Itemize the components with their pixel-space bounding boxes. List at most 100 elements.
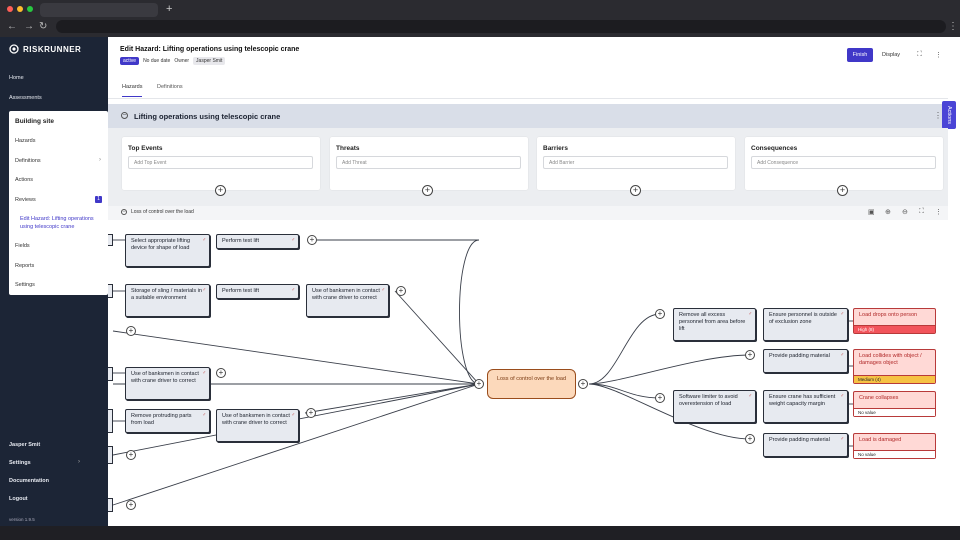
sidebar-item-home[interactable]: Home [9, 75, 24, 81]
fullscreen-icon[interactable]: ⛶ [917, 51, 922, 58]
add-consequence-button[interactable]: + [837, 185, 848, 196]
user-name[interactable]: Jasper Smit [9, 442, 41, 448]
consequence-node[interactable]: Crane collapses No value [853, 391, 936, 417]
display-button[interactable]: Display [882, 52, 901, 58]
barrier-node[interactable]: Ensure crane has sufficient weight capac… [763, 390, 848, 423]
add-node-button[interactable]: + [126, 500, 136, 510]
barrier-node[interactable]: Ensure personnel is outside of exclusion… [763, 308, 848, 341]
minimize-window-icon[interactable] [17, 6, 23, 12]
browser-chrome: + ← → ↻ ⋮ [0, 0, 960, 37]
logo[interactable]: RISKRUNNER [9, 44, 81, 54]
add-node-button[interactable]: + [745, 434, 755, 444]
add-node-button[interactable]: + [126, 450, 136, 460]
address-bar[interactable] [56, 20, 946, 33]
collapse-icon[interactable]: − [121, 209, 127, 215]
threat-node-stub[interactable] [108, 367, 113, 381]
sidebar-item-reviews[interactable]: Reviews [15, 197, 36, 203]
back-icon[interactable]: ← [7, 21, 17, 32]
sidebar-item-hazards[interactable]: Hazards [15, 138, 36, 144]
barrier-node[interactable]: Storage of sling / materials in a suitab… [125, 284, 210, 317]
add-node-button[interactable]: + [306, 408, 316, 418]
consequence-node[interactable]: Load collides with object / damages obje… [853, 349, 936, 384]
add-threat-input[interactable]: Add Threat [336, 156, 521, 169]
add-node-button[interactable]: + [307, 235, 317, 245]
tab-definitions[interactable]: Definitions [157, 84, 183, 90]
add-consequence-input[interactable]: Add Consequence [751, 156, 936, 169]
consequence-node[interactable]: Load is damaged No value [853, 433, 936, 459]
sidebar-item-assessments[interactable]: Assessments [9, 95, 42, 101]
add-node-button[interactable]: + [655, 309, 665, 319]
hazard-title: Lifting operations using telescopic cran… [134, 112, 281, 121]
maximize-window-icon[interactable] [27, 6, 33, 12]
browser-menu-icon[interactable]: ⋮ [948, 21, 958, 32]
barrier-node[interactable]: Provide padding material♂ [763, 433, 848, 457]
sidebar-item-settings[interactable]: Settings [15, 282, 35, 288]
sidebar-documentation[interactable]: Documentation [9, 478, 50, 484]
barrier-node[interactable]: Perform test lift♂ [216, 234, 299, 249]
add-node-button[interactable]: + [745, 350, 755, 360]
barrier-node[interactable]: Use of banksmen in contact with crane dr… [125, 367, 210, 400]
more-options-icon[interactable]: ⋮ [935, 52, 942, 59]
sidebar-settings[interactable]: Settings [9, 460, 31, 466]
barrier-node[interactable]: Remove all excess personnel from area be… [673, 308, 756, 341]
barrier-node[interactable]: Remove protruding parts from load♂ [125, 409, 210, 433]
add-consequence-connector[interactable]: + [578, 379, 588, 389]
add-node-button[interactable]: + [396, 286, 406, 296]
add-node-button[interactable]: + [126, 326, 136, 336]
threats-card: Threats Add Threat [330, 137, 528, 190]
owner-badge[interactable]: Jasper Smit [193, 57, 226, 65]
collapse-icon[interactable]: − [121, 112, 128, 119]
top-event-node[interactable]: Loss of control over the load [487, 369, 576, 399]
zoom-in-icon[interactable]: ⊕ [885, 209, 891, 216]
consequence-label: Load drops onto person [859, 312, 918, 318]
threat-node-stub[interactable] [108, 498, 113, 512]
image-icon[interactable]: ▣ [868, 209, 875, 216]
sidebar-item-edit-hazard[interactable]: Edit Hazard: Lifting operations using te… [20, 216, 94, 230]
add-barrier-button[interactable]: + [630, 185, 641, 196]
tab-hazards[interactable]: Hazards [122, 84, 143, 97]
consequence-node[interactable]: Load drops onto person High (8) [853, 308, 936, 334]
add-threat-button[interactable]: + [422, 185, 433, 196]
finish-button[interactable]: Finish [847, 48, 873, 62]
sidebar-logout[interactable]: Logout [9, 496, 28, 502]
add-top-event-button[interactable]: + [215, 185, 226, 196]
browser-tab[interactable] [40, 3, 158, 17]
actions-side-tab[interactable]: Actions [942, 101, 956, 129]
close-window-icon[interactable] [7, 6, 13, 12]
sidebar-item-actions[interactable]: Actions [15, 177, 34, 183]
threat-node-stub[interactable] [108, 409, 113, 433]
forward-icon[interactable]: → [24, 21, 34, 32]
threat-node-stub[interactable] [108, 234, 113, 246]
add-node-button[interactable]: + [216, 368, 226, 378]
reload-icon[interactable]: ↻ [39, 21, 48, 32]
card-title: Top Events [128, 145, 163, 152]
zoom-out-icon[interactable]: ⊖ [902, 209, 908, 216]
owner-icon: ♂ [840, 393, 844, 399]
fullscreen-icon[interactable]: ⛶ [919, 208, 924, 215]
sidebar-item-definitions[interactable]: Definitions [15, 158, 41, 164]
owner-icon: ♂ [840, 352, 844, 358]
add-top-event-input[interactable]: Add Top Event [128, 156, 313, 169]
threat-node-stub[interactable] [108, 284, 113, 298]
more-options-icon[interactable]: ⋮ [934, 111, 942, 120]
sidebar-item-fields[interactable]: Fields [15, 243, 30, 249]
node-label: Provide padding material [769, 353, 830, 359]
barrier-node[interactable]: Provide padding material ♂ [763, 349, 848, 373]
add-node-button[interactable]: + [655, 393, 665, 403]
barrier-node[interactable]: Perform test lift♂ [216, 284, 299, 299]
sidebar-item-reports[interactable]: Reports [15, 263, 35, 269]
barrier-node[interactable]: Use of banksmen in contact with crane dr… [216, 409, 299, 442]
main-content: Edit Hazard: Lifting operations using te… [108, 37, 960, 526]
version-label: version 1.9.5 [9, 517, 35, 522]
add-threat-connector[interactable]: + [474, 379, 484, 389]
barrier-node[interactable]: Software limiter to avoid overextension … [673, 390, 756, 423]
node-label: Perform test lift [222, 238, 259, 244]
new-tab-button[interactable]: + [166, 3, 173, 15]
threat-node-stub[interactable] [108, 446, 113, 464]
barrier-node[interactable]: Use of banksmen in contact with crane dr… [306, 284, 389, 317]
more-options-icon[interactable]: ⋮ [935, 209, 942, 216]
barrier-node[interactable]: Select appropriate lifting device for sh… [125, 234, 210, 267]
bowtie-canvas[interactable]: Select appropriate lifting device for sh… [108, 220, 948, 526]
chevron-right-icon: › [99, 157, 101, 163]
add-barrier-input[interactable]: Add Barrier [543, 156, 728, 169]
